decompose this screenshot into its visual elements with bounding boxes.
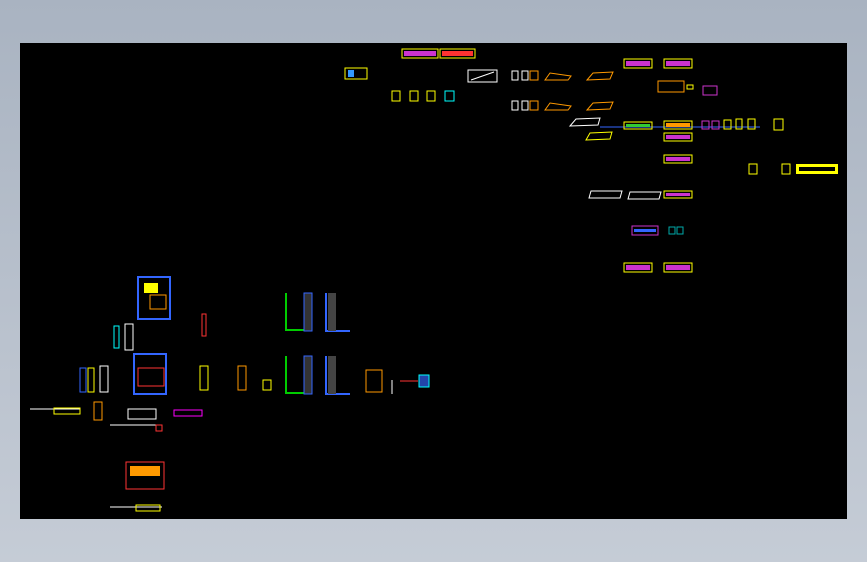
bottom-left-details bbox=[30, 276, 430, 512]
top-center-details bbox=[344, 48, 498, 102]
drawing-viewport[interactable] bbox=[20, 43, 847, 519]
top-right-details bbox=[511, 58, 838, 273]
cad-drawing bbox=[30, 48, 838, 512]
